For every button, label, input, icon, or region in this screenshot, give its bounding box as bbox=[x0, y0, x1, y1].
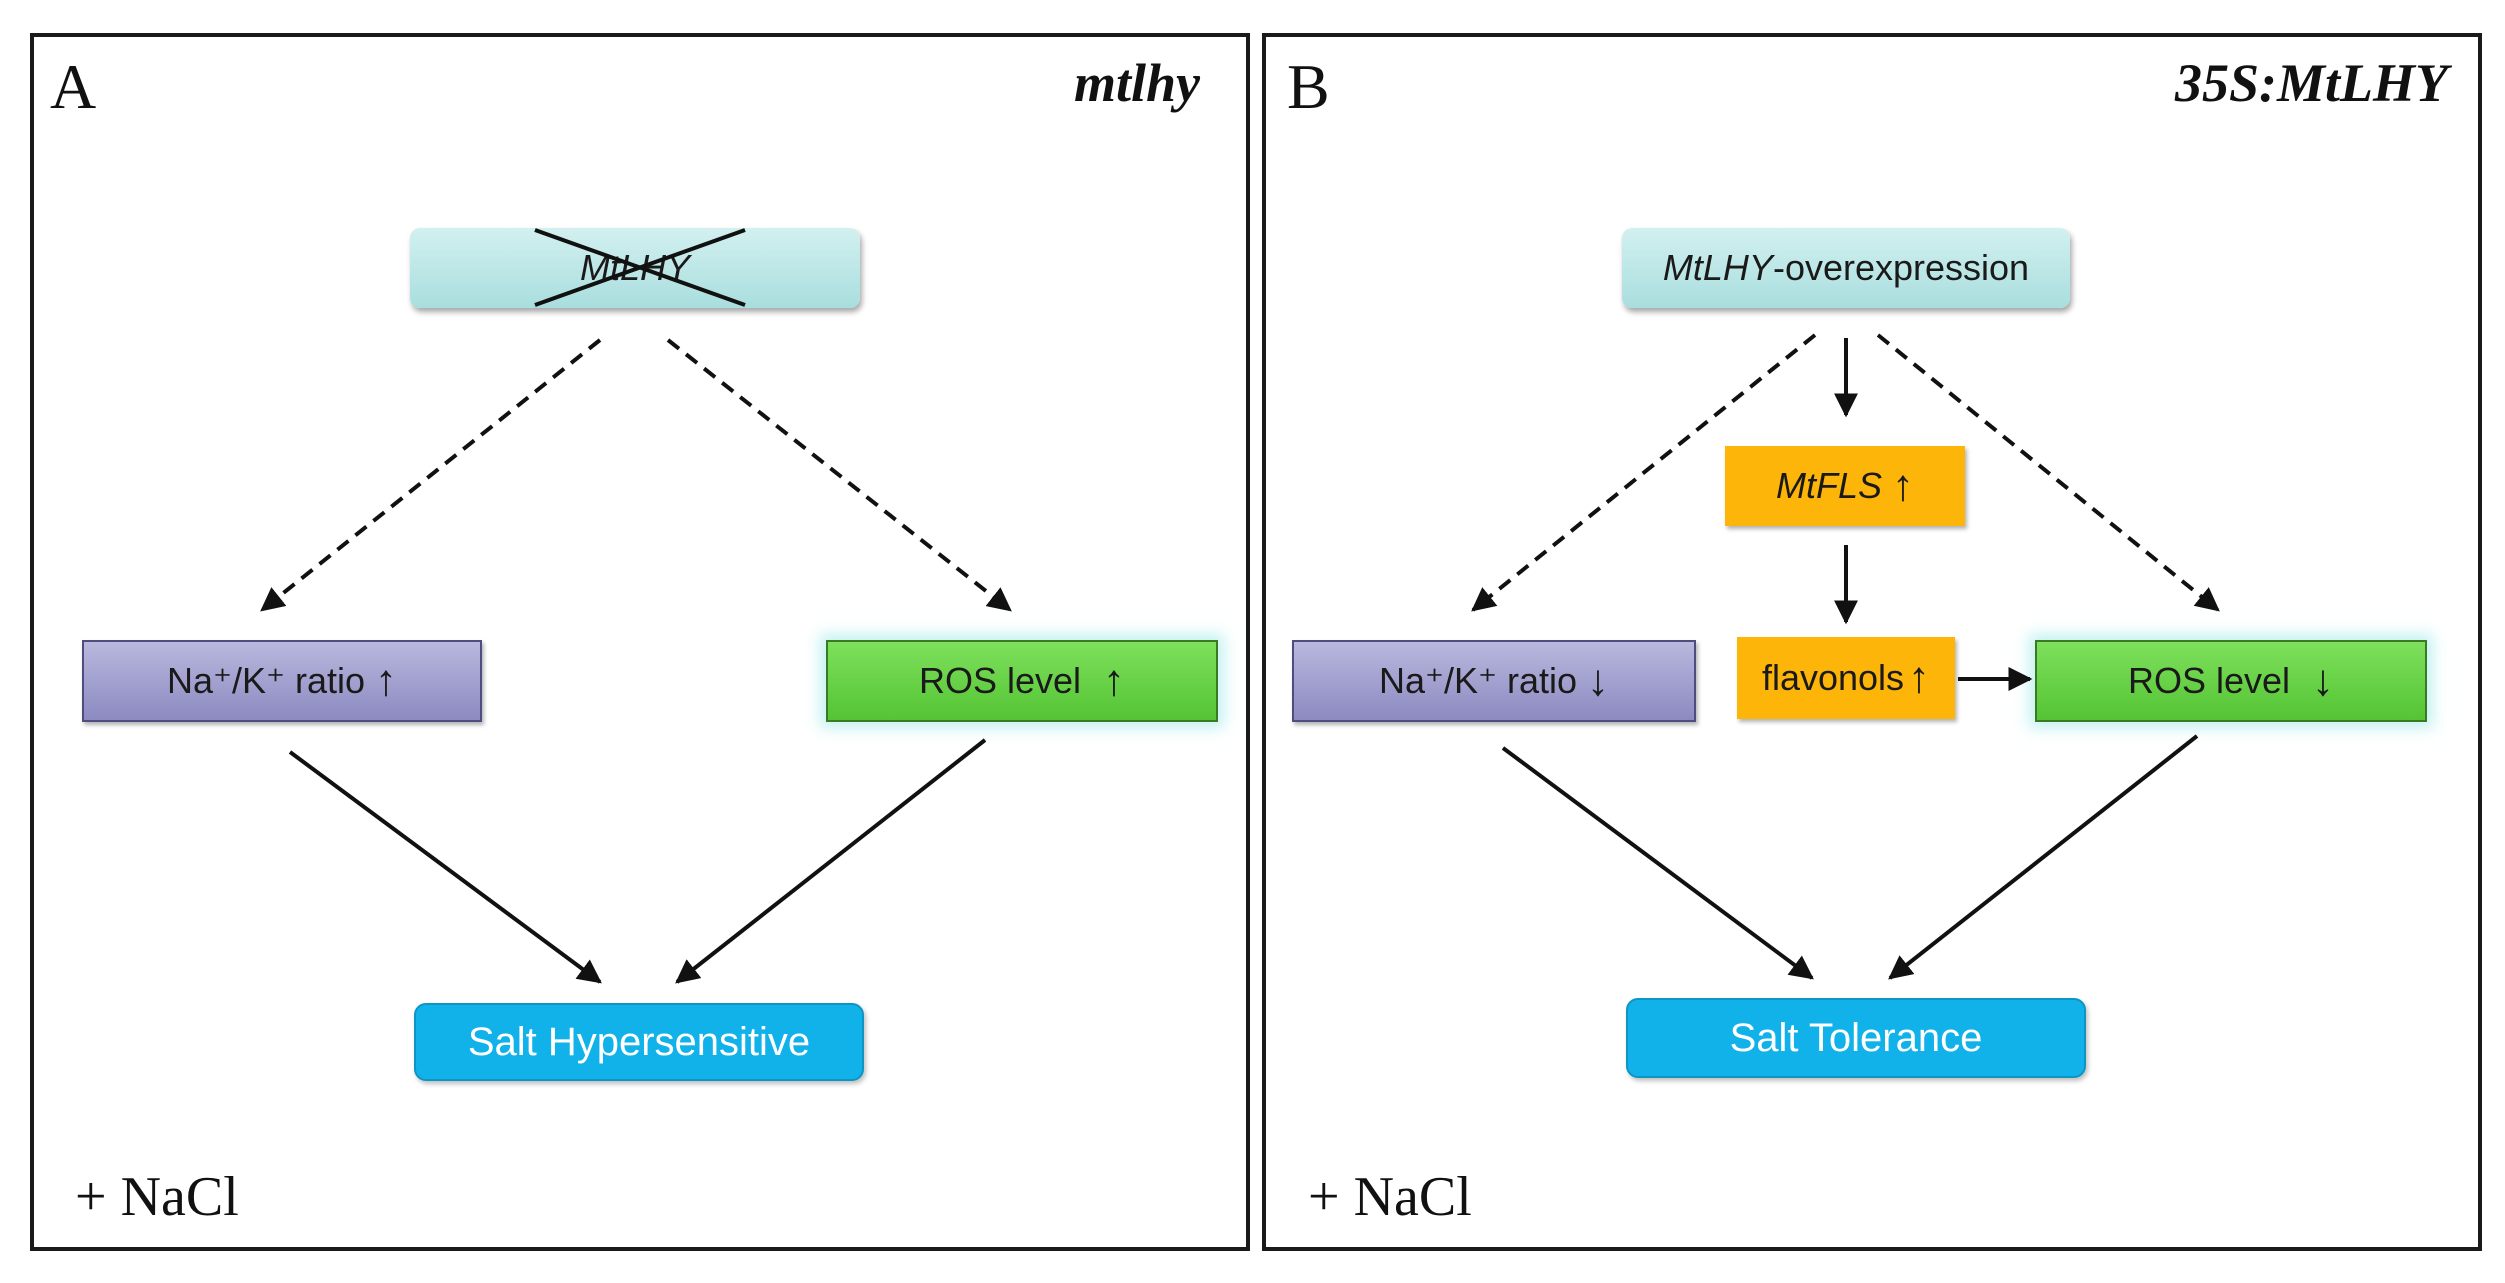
outcome-label: Salt Hypersensitive bbox=[467, 1019, 811, 1064]
panel-a bbox=[30, 33, 1250, 1251]
outcome-node-b: Salt Tolerance bbox=[1626, 998, 2086, 1078]
flavonols-node: flavonols ↑ bbox=[1737, 637, 1955, 719]
panel-b-title: 35S:MtLHY bbox=[2174, 53, 2448, 113]
ros-level-label: ROS level bbox=[2127, 660, 2291, 701]
down-arrow-icon: ↓ bbox=[2312, 656, 2335, 705]
panel-a-letter: A bbox=[50, 51, 97, 122]
mtfls-node: MtFLS ↑ bbox=[1725, 446, 1965, 526]
mtfls-label: MtFLS bbox=[1775, 465, 1882, 506]
panel-b bbox=[1262, 33, 2482, 1251]
gene-label: MtLHY bbox=[579, 247, 691, 288]
nak-ratio-label: Na⁺/K⁺ ratio bbox=[1378, 660, 1578, 701]
outcome-node-a: Salt Hypersensitive bbox=[414, 1003, 864, 1081]
condition-label-b: + NaCl bbox=[1308, 1166, 1472, 1228]
overexpression-node: MtLHY-overexpression bbox=[1622, 228, 2070, 308]
ros-level-label: ROS level bbox=[918, 660, 1082, 701]
panel-a-title: mtlhy bbox=[1073, 53, 1200, 113]
overexpression-suffix: -overexpression bbox=[1772, 247, 2030, 288]
up-arrow-icon: ↑ bbox=[1103, 656, 1126, 705]
up-arrow-icon: ↑ bbox=[375, 656, 398, 705]
up-arrow-icon: ↑ bbox=[1908, 653, 1931, 702]
flavonols-label: flavonols bbox=[1761, 657, 1905, 698]
up-arrow-icon: ↑ bbox=[1892, 461, 1914, 510]
outcome-label: Salt Tolerance bbox=[1729, 1015, 1983, 1060]
nak-ratio-node-b: Na⁺/K⁺ ratio ↓ bbox=[1292, 640, 1696, 722]
nak-ratio-label: Na⁺/K⁺ ratio bbox=[166, 660, 366, 701]
gene-node-knockout: MtLHY bbox=[410, 228, 860, 308]
panel-b-letter: B bbox=[1287, 51, 1330, 122]
condition-label-a: + NaCl bbox=[75, 1166, 239, 1228]
nak-ratio-node-a: Na⁺/K⁺ ratio ↑ bbox=[82, 640, 482, 722]
ros-level-node-b: ROS level ↓ bbox=[2035, 640, 2427, 722]
gene-label: MtLHY bbox=[1662, 247, 1773, 288]
down-arrow-icon: ↓ bbox=[1587, 656, 1610, 705]
ros-level-node-a: ROS level ↑ bbox=[826, 640, 1218, 722]
